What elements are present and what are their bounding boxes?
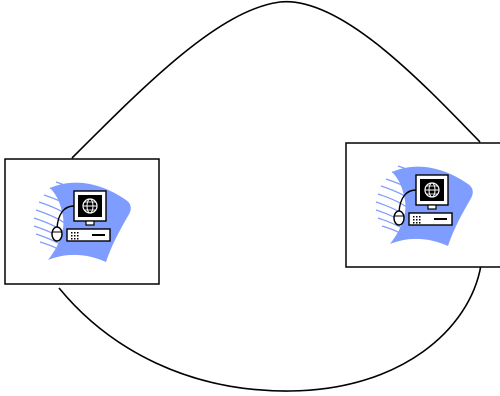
connection-lower-arc (58, 264, 482, 392)
connection-upper-arc (71, 1, 481, 159)
computer-node-left[interactable] (4, 158, 160, 285)
computer-node-right[interactable] (345, 142, 500, 268)
